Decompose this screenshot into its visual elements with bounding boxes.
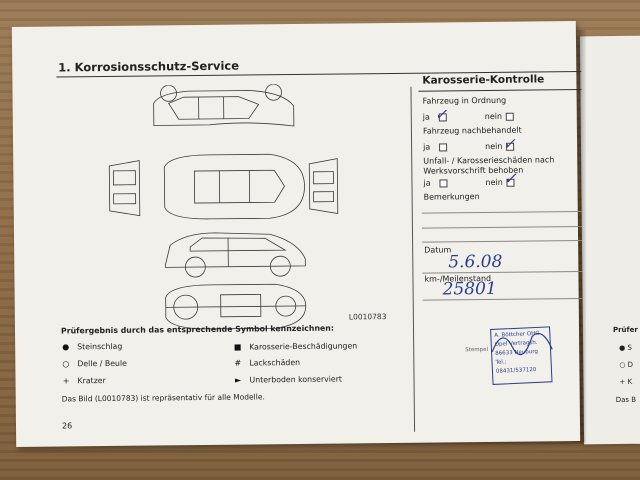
legend-item-karosserie-beschaedigungen: ■ Karosserie-Beschädigungen: [233, 341, 357, 351]
ja-label: ja: [423, 142, 431, 152]
nein-label: nein: [485, 177, 503, 188]
handwritten-checkmark-q1: ✓: [434, 105, 448, 124]
legend-label: Kratzer: [77, 376, 106, 386]
image-code: L0010783: [348, 312, 387, 322]
legend-item-delle-beule: ○ Delle / Beule: [61, 359, 127, 369]
bemerkungen-line-3[interactable]: [422, 240, 583, 243]
checkbox-q1-nein[interactable]: [505, 112, 514, 121]
filled-dot-icon: ●: [62, 342, 70, 352]
legend-item-steinschlag: ● Steinschlag: [61, 342, 122, 352]
datum-label: Datum: [424, 245, 452, 255]
filled-square-icon: ■: [233, 342, 242, 352]
ja-label: ja: [423, 178, 431, 188]
bemerkungen-line-2[interactable]: [421, 226, 582, 229]
next-page-edge: Prüfer ● S ○ D + K Das B: [579, 35, 640, 445]
legend-label: Lackschäden: [249, 357, 301, 368]
checkbox-q2-ja[interactable]: [439, 143, 448, 152]
legend-label: Unterboden konserviert: [249, 374, 343, 385]
open-circle-icon: ○: [62, 359, 70, 369]
legend-item-unterboden-konserviert: ► Unterboden konserviert: [233, 375, 342, 385]
handwritten-checkmark-q3: ✓: [503, 168, 517, 188]
ja-label: ja: [422, 112, 430, 122]
handwritten-checkmark-q2: ✓: [502, 134, 516, 153]
km-handwritten: 25801: [442, 278, 497, 300]
nein-label: nein: [484, 111, 503, 122]
karosserie-rule: [418, 89, 582, 92]
stub-text-1: Prüfer: [612, 325, 638, 335]
handwritten-signature: [491, 332, 553, 356]
question-fahrzeug-in-ordnung: Fahrzeug in Ordnung: [422, 95, 507, 106]
datum-handwritten: 5.6.08: [448, 251, 503, 273]
hash-icon: #: [234, 358, 242, 368]
column-divider: [410, 86, 416, 432]
datum-line[interactable]: [422, 271, 583, 274]
stub-text-5: Das B: [615, 395, 637, 405]
stempel-label: Stempel: [465, 346, 489, 354]
legend-item-kratzer: + Kratzer: [61, 376, 106, 386]
question-unfall-line1: Unfall- / Karosserieschäden nach: [423, 155, 555, 166]
legend-label: Delle / Beule: [77, 358, 127, 369]
legend-label: Karosserie-Beschädigungen: [249, 341, 358, 352]
bemerkungen-label: Bemerkungen: [423, 192, 480, 202]
nein-label: nein: [485, 141, 503, 152]
plus-icon: +: [62, 376, 70, 386]
booklet-page: 1. Korrosionsschutz-Service L0010783 Prü…: [11, 21, 583, 447]
bemerkungen-line-1[interactable]: [421, 211, 582, 214]
stub-text-2: ● S: [619, 343, 632, 352]
page-number: 26: [61, 421, 73, 431]
representative-note: Das Bild (L0010783) ist repräsentativ fü…: [61, 392, 265, 404]
stub-text-4: + K: [619, 377, 633, 386]
car-outline-diagram: [108, 83, 339, 330]
legend-label: Steinschlag: [77, 341, 123, 352]
stub-text-3: ○ D: [619, 360, 634, 369]
triangle-right-icon: ►: [234, 375, 242, 385]
section-title: 1. Korrosionsschutz-Service: [58, 58, 240, 75]
checkbox-q3-ja[interactable]: [439, 179, 448, 188]
legend-item-lackschaeden: # Lackschäden: [233, 358, 300, 368]
karosserie-title: Karosserie-Kontrolle: [422, 73, 545, 87]
